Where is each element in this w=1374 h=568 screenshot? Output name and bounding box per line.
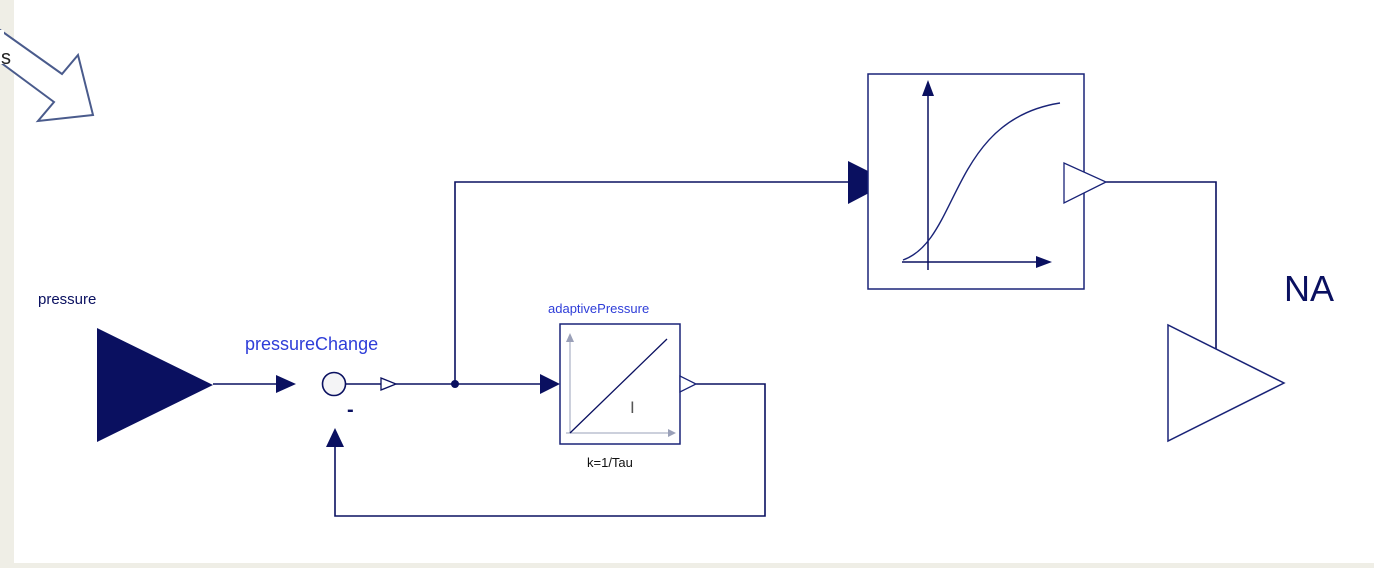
line-feedback-loop xyxy=(334,383,766,517)
table-output-arrow xyxy=(1063,161,1108,205)
corner-arrow-icon: s xyxy=(0,28,95,123)
integrator-y-arrow-icon xyxy=(566,333,574,342)
pressure-input-port[interactable] xyxy=(97,328,213,442)
feedback-output-arrow xyxy=(380,377,398,391)
pressure-change-label: pressureChange xyxy=(245,334,378,354)
table-x-arrow-icon xyxy=(1036,256,1052,268)
integrator-symbol: I xyxy=(630,398,635,417)
output-label: NA xyxy=(1284,268,1334,309)
integrator-axes xyxy=(566,338,672,434)
table-y-arrow-icon xyxy=(922,80,934,96)
adaptive-output-arrow xyxy=(679,374,698,394)
feedback-sum-node[interactable] xyxy=(321,371,347,397)
feedback-minus-arrow xyxy=(326,428,344,447)
adaptive-input-arrow xyxy=(540,374,560,394)
minus-sign: - xyxy=(347,399,354,421)
diagram-area xyxy=(14,0,1374,563)
pressure-label: pressure xyxy=(38,291,96,308)
table-block[interactable] xyxy=(867,73,1085,290)
line-to-output xyxy=(1106,181,1217,349)
integrator-x-arrow-icon xyxy=(668,429,676,437)
integrator-ramp-line xyxy=(569,338,668,434)
sigmoid-curve xyxy=(902,102,1061,261)
signal-lines xyxy=(213,181,1217,517)
branch-point xyxy=(451,380,459,388)
gain-param-label: k=1/Tau xyxy=(587,455,633,470)
adaptive-pressure-label: adaptivePressure xyxy=(548,301,649,316)
line-to-table xyxy=(454,181,848,384)
corner-fragment-text: s xyxy=(1,47,11,69)
na-output-port[interactable] xyxy=(1167,323,1286,443)
feedback-input-arrow xyxy=(276,375,296,393)
